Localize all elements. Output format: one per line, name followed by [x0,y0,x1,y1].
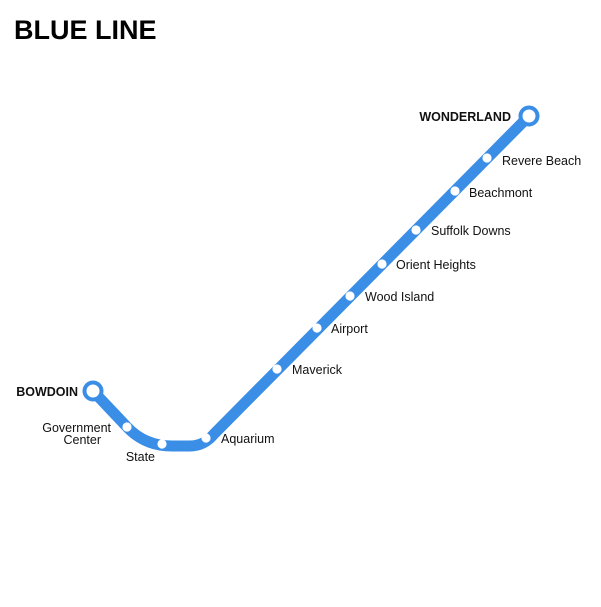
station-label-maverick: Maverick [292,363,343,377]
station-label-bowdoin: BOWDOIN [16,385,78,399]
station-marker-maverick [272,364,282,374]
station-marker-revere-beach [482,153,492,163]
station-marker-aquarium [201,433,211,443]
station-marker-beachmont [450,186,460,196]
station-label-revere-beach: Revere Beach [502,154,581,168]
station-label-orient-heights: Orient Heights [396,258,476,272]
station-marker-airport [312,323,322,333]
station-marker-state [157,439,167,449]
station-marker-government-center [122,422,132,432]
station-label-aquarium: Aquarium [221,432,275,446]
station-marker-orient-heights [377,259,387,269]
route-line [87,110,535,452]
map-title: BLUE LINE [14,15,157,45]
station-marker-suffolk-downs [411,225,421,235]
station-label-suffolk-downs: Suffolk Downs [431,224,511,238]
station-label-airport: Airport [331,322,368,336]
station-marker-wood-island [345,291,355,301]
station-label-state: State [126,450,155,464]
station-label-wood-island: Wood Island [365,290,434,304]
terminus-marker-bowdoin [82,380,104,402]
station-label-beachmont: Beachmont [469,186,533,200]
station-label-wonderland: WONDERLAND [419,110,511,124]
terminus-marker-wonderland [518,105,540,127]
